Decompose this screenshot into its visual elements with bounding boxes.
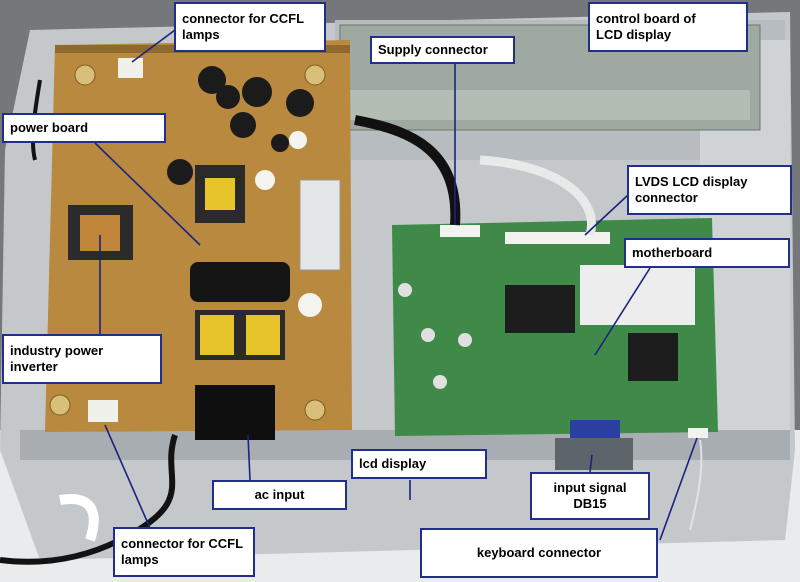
leader-ccfl-bottom — [104, 424, 151, 529]
label-industry-power-inverter: industry power inverter — [2, 334, 162, 384]
transformer-core — [205, 178, 235, 210]
white-component — [255, 170, 275, 190]
label-motherboard: motherboard — [624, 238, 790, 268]
label-ccfl-connector-top: connector for CCFL lamps — [174, 2, 326, 52]
leader-db15 — [589, 454, 593, 473]
ccfl-connector-top — [118, 58, 143, 78]
keyboard-header — [688, 428, 708, 438]
capacitor — [421, 328, 435, 342]
screw — [49, 394, 71, 416]
capacitor — [230, 112, 256, 138]
label-supply-connector: Supply connector — [370, 36, 515, 64]
db15-connector — [555, 438, 633, 470]
leader-lvds — [584, 194, 629, 236]
screw — [304, 399, 326, 421]
capacitor — [271, 134, 289, 152]
transformer-core — [200, 315, 234, 355]
screw — [74, 64, 96, 86]
leader-ac — [247, 434, 251, 481]
white-component — [289, 131, 307, 149]
barcode-sticker — [580, 265, 695, 325]
ccfl-cable-bottom — [59, 494, 99, 542]
label-lcd-display: lcd display — [351, 449, 487, 479]
capacitor — [398, 283, 412, 297]
capacitor — [286, 89, 314, 117]
label-lvds-connector: LVDS LCD display connector — [627, 165, 792, 215]
capacitor — [242, 77, 272, 107]
capacitor — [458, 333, 472, 347]
label-ac-input: ac input — [212, 480, 347, 510]
control-board-strip — [350, 90, 750, 120]
capacitor — [198, 66, 226, 94]
screw — [304, 64, 326, 86]
lvds-connector — [505, 232, 610, 244]
leader-power-board — [94, 142, 201, 246]
ccfl-connector-bottom — [88, 400, 118, 422]
capacitor — [433, 375, 447, 389]
lvds-cable — [479, 155, 596, 237]
label-keyboard-connector: keyboard connector — [420, 528, 658, 578]
main-ic — [505, 285, 575, 333]
capacitor — [216, 85, 240, 109]
label-ccfl-connector-bottom: connector for CCFL lamps — [113, 527, 255, 577]
db15-shell — [570, 420, 620, 438]
leader-keyboard — [659, 437, 698, 541]
supply-header — [440, 225, 480, 237]
label-input-signal-db15: input signal DB15 — [530, 472, 650, 520]
transformer-core — [246, 315, 280, 355]
leader-lines — [94, 29, 698, 541]
ac-input-socket — [195, 385, 275, 440]
secondary-ic — [628, 333, 678, 381]
capacitor — [167, 159, 193, 185]
white-component — [298, 293, 322, 317]
keyboard-wire — [689, 439, 703, 531]
bulk-capacitor — [190, 262, 290, 302]
label-control-board: control board of LCD display — [588, 2, 748, 52]
leader-motherboard — [594, 267, 651, 356]
label-power-board: power board — [2, 113, 166, 143]
leader-ccfl-top — [131, 29, 176, 63]
heatsink — [299, 179, 341, 271]
